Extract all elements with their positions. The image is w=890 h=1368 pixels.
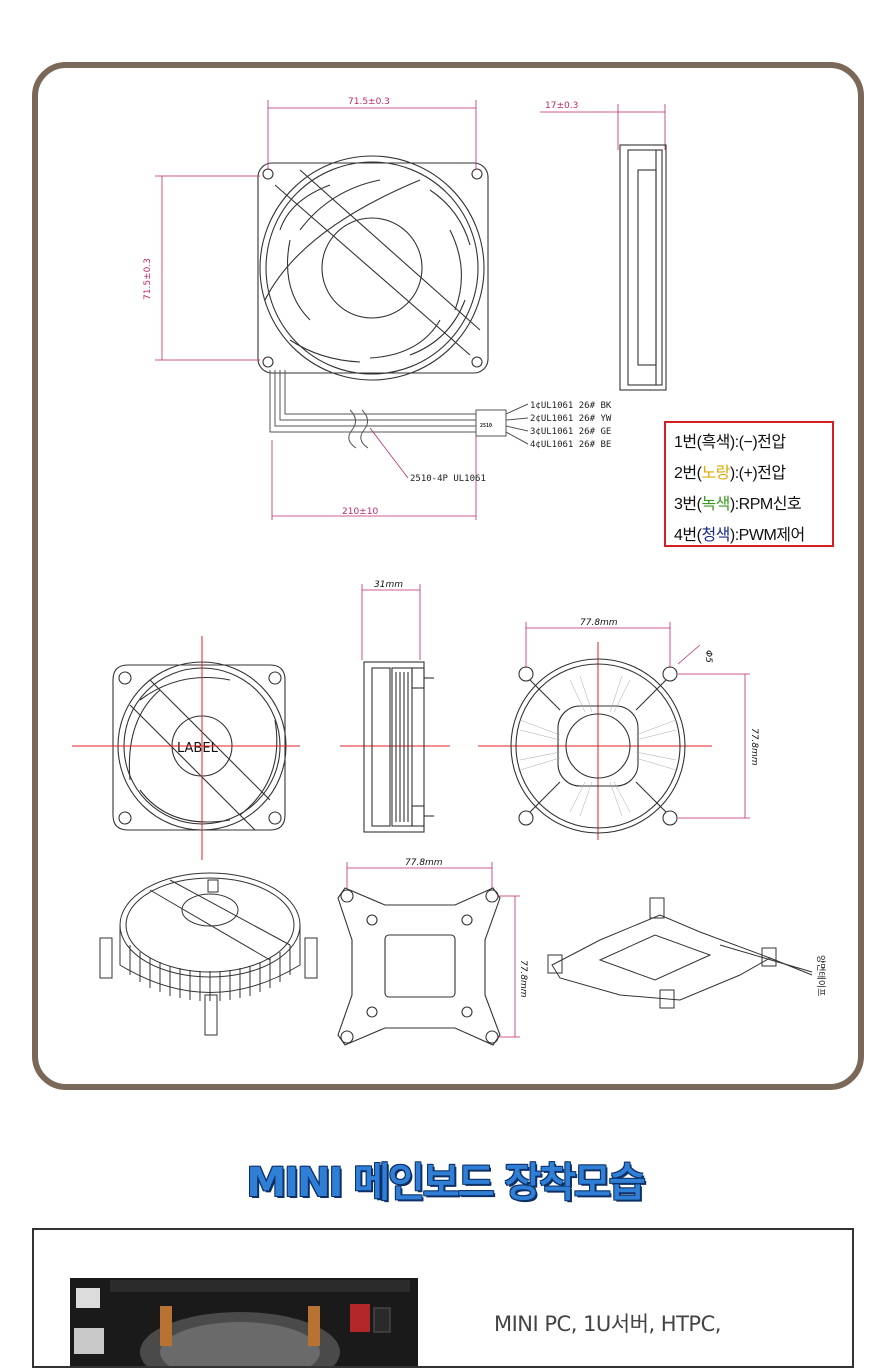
svg-text:210±10: 210±10 (342, 507, 378, 517)
legend-color-blue: 청색 (701, 527, 730, 544)
usage-text: MINI PC, 1U서버, HTPC, (494, 1312, 721, 1336)
connector-label: 2510-4P UL1061 (410, 474, 486, 484)
bracket-dim-v: 77.8mm (518, 960, 528, 998)
mounting-example-box: MINI PC, 1U서버, HTPC, (32, 1228, 854, 1368)
tape-note: 양면테이프 (815, 955, 826, 996)
fan-label-text: LABEL (177, 741, 219, 756)
motherboard-image (70, 1278, 418, 1366)
wire-1-label: 1¢UL1061 26# BK (530, 401, 612, 411)
fan-front-view (257, 155, 489, 381)
hole-diameter: Φ5 (703, 650, 713, 663)
legend-row-3: 3번(녹색):RPM신호 (674, 496, 802, 513)
wire-color-legend: 1번(흑색):(−)전압 2번(노랑):(+)전압 3번(녹색):RPM신호 4… (664, 421, 834, 547)
wire-3-label: 3¢UL1061 26# GE (530, 427, 611, 437)
bracket-top-view (337, 887, 501, 1046)
fan-cable (269, 370, 529, 449)
legend-row-4: 4번(청색):PWM제어 (674, 527, 805, 544)
cooler-isometric-view (99, 872, 318, 1036)
legend-row-1: 1번(흑색):(−)전압 (674, 434, 786, 451)
bracket-isometric-view (547, 897, 813, 1009)
legend-color-black: 흑색 (701, 434, 730, 451)
cooler-bottom-view (510, 658, 686, 834)
hole-spacing-v: 77.8mm (749, 728, 759, 766)
side-width-dim: 31mm (374, 580, 403, 590)
hole-spacing-h: 77.8mm (580, 618, 618, 628)
wire-2-label: 2¢UL1061 26# YW (530, 414, 612, 424)
svg-text:2510: 2510 (480, 423, 492, 429)
drawing-frame (32, 62, 864, 1090)
svg-text:71.5±0.3: 71.5±0.3 (348, 97, 390, 107)
legend-row-2: 2번(노랑):(+)전압 (674, 465, 786, 482)
wire-4-label: 4¢UL1061 26# BE (530, 440, 611, 450)
bracket-dim-h: 77.8mm (405, 858, 443, 868)
svg-text:71.5±0.3: 71.5±0.3 (143, 258, 153, 300)
legend-color-yellow: 노랑 (701, 465, 730, 482)
svg-text:17±0.3: 17±0.3 (545, 101, 578, 111)
section-title: MINI 메인보드 장착모습 (246, 1160, 645, 1206)
fan-side-view (619, 144, 667, 391)
technical-drawing: 71.5±0.3 71.5±0.3 17±0.3 210±10 2510 1¢U… (72, 97, 826, 1046)
cooler-side-view (363, 661, 434, 833)
legend-color-green: 녹색 (701, 496, 730, 513)
